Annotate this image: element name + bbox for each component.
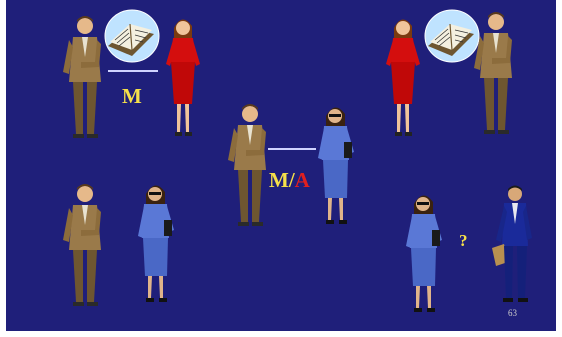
man-brown-suit-figure	[472, 8, 517, 138]
open-book-icon	[102, 8, 160, 64]
man-blue-suit-figure	[490, 184, 536, 308]
label-m-center: M	[269, 168, 289, 192]
slide: M	[6, 0, 556, 331]
question-mark: ?	[459, 232, 468, 249]
page-number: 63	[508, 308, 517, 318]
woman-red-dress-figure	[162, 14, 204, 140]
man-brown-suit-figure	[226, 100, 271, 230]
woman-red-dress-figure	[382, 14, 424, 140]
man-brown-suit-figure	[61, 180, 106, 310]
label-a-center: A	[295, 168, 310, 192]
woman-blue-suit-figure	[314, 102, 358, 228]
man-brown-suit-figure	[61, 12, 106, 142]
woman-blue-suit-figure	[402, 190, 446, 316]
woman-blue-suit-figure	[134, 180, 178, 306]
label-m-a: M/A	[269, 170, 310, 191]
divider-line	[268, 148, 316, 150]
divider-line	[108, 70, 158, 72]
label-m-top: M	[122, 86, 142, 107]
